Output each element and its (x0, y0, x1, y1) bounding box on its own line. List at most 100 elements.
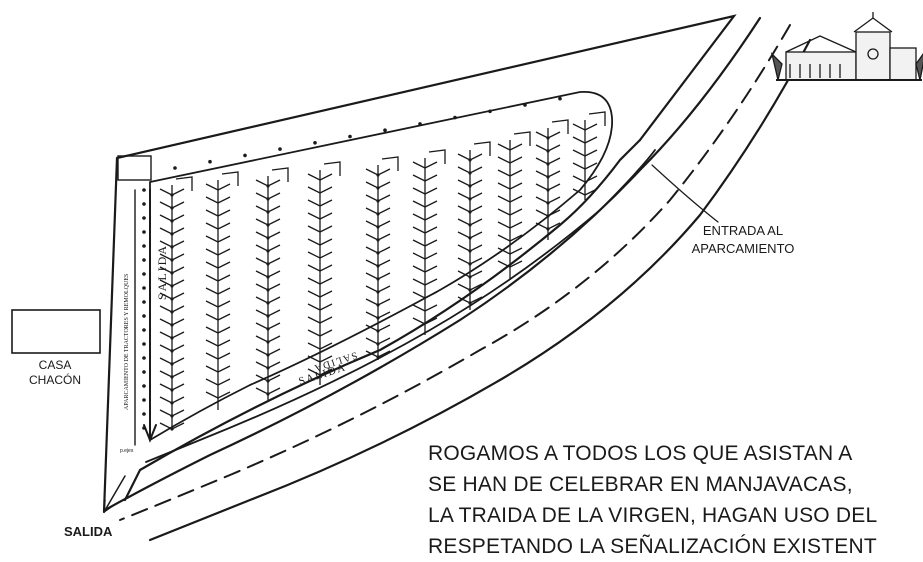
car-dot-icon (468, 184, 472, 188)
car-dot-icon (523, 103, 527, 107)
car-dot-icon (170, 349, 174, 353)
car-dot-icon (170, 219, 174, 223)
car-dot-icon (170, 245, 174, 249)
car-dot-icon (170, 258, 174, 262)
car-dot-icon (558, 96, 562, 101)
car-dot-icon (142, 398, 146, 402)
parking-chevron-icon (497, 247, 523, 255)
car-dot-icon (376, 251, 380, 255)
parking-chevron-icon (205, 235, 231, 243)
parking-chevron-icon (205, 222, 231, 230)
parking-chevron-icon (497, 195, 523, 203)
car-dot-icon (266, 210, 270, 214)
parking-chevron-icon (205, 326, 231, 334)
lot-corner-square (117, 155, 152, 181)
car-dot-icon (142, 342, 146, 346)
car-dot-icon (468, 288, 472, 292)
parking-rows (159, 111, 606, 430)
car-dot-icon (170, 388, 174, 392)
car-dot-icon (468, 210, 472, 214)
car-dot-icon (468, 249, 472, 253)
parking-chevron-icon (412, 213, 438, 221)
car-dot-icon (142, 244, 146, 248)
parking-chevron-icon (307, 277, 333, 285)
car-dot-icon (376, 316, 380, 320)
parking-chevron-icon (412, 226, 438, 234)
car-dot-icon (376, 186, 380, 190)
salida-road-edge (145, 149, 656, 463)
parking-chevron-icon (412, 278, 438, 286)
parking-chevron-icon (307, 355, 333, 363)
parking-chevron-icon (205, 313, 231, 321)
car-dot-icon (278, 147, 282, 151)
car-dot-icon (313, 141, 317, 145)
casa-chacon-building (11, 309, 101, 354)
car-dot-icon (208, 159, 212, 164)
parking-chevron-icon (205, 339, 231, 347)
salida-vertical-arrow (143, 189, 157, 443)
casa-label-line-1: CASA (38, 358, 72, 372)
car-dot-icon (142, 286, 146, 290)
car-dot-icon (266, 197, 270, 201)
notice-line-1: ROGAMOS A TODOS LOS QUE ASISTAN A (428, 442, 853, 465)
car-dot-icon (142, 356, 146, 360)
entrada-pointer (651, 164, 719, 223)
entrada-label: ENTRADA AL APARCAMIENTO (668, 222, 818, 258)
car-dot-icon (170, 284, 174, 288)
parking-chevron-icon (412, 265, 438, 273)
parking-chevron-icon (205, 274, 231, 282)
notice-text: ROGAMOS A TODOS LOS QUE ASISTAN A SE HAN… (428, 438, 877, 562)
parking-chevron-icon (497, 182, 523, 190)
parking-chevron-icon (205, 365, 231, 373)
car-dot-icon (383, 128, 387, 132)
parking-chevron-icon (572, 188, 598, 196)
car-dot-icon (170, 206, 174, 210)
car-dot-icon (468, 197, 472, 201)
car-dot-icon (266, 223, 270, 227)
parking-chevron-icon (205, 352, 231, 360)
parking-chevron-icon (497, 234, 523, 242)
parking-chevron-icon (307, 303, 333, 311)
car-dot-icon (266, 392, 270, 396)
parking-chevron-icon (307, 290, 333, 298)
direction-arrow-icon (381, 156, 399, 171)
parking-chevron-icon (412, 304, 438, 312)
car-dot-icon (376, 277, 380, 281)
car-dot-icon (546, 162, 550, 166)
parking-chevron-icon (412, 174, 438, 182)
car-dot-icon (266, 275, 270, 279)
car-dot-icon (142, 258, 146, 262)
parking-chevron-icon (572, 175, 598, 183)
car-dot-icon (170, 297, 174, 301)
highway-edge-outer (148, 38, 812, 542)
car-dot-icon (142, 188, 146, 192)
direction-arrow-icon (175, 176, 193, 191)
parking-chevron-icon (572, 149, 598, 157)
salida-exit-label: SALIDA (64, 524, 113, 539)
car-dot-icon (266, 288, 270, 292)
car-dot-icon (142, 370, 146, 374)
car-dot-icon (142, 384, 146, 388)
car-dot-icon (266, 249, 270, 253)
parking-chevron-icon (412, 200, 438, 208)
car-dot-icon (376, 290, 380, 294)
parking-chevron-icon (307, 212, 333, 220)
parking-chevron-icon (572, 162, 598, 170)
parking-chevron-icon (205, 196, 231, 204)
car-dot-icon (170, 271, 174, 275)
car-dot-icon (546, 149, 550, 153)
car-dot-icon (266, 327, 270, 331)
car-dot-icon (170, 427, 174, 431)
car-dot-icon (266, 353, 270, 357)
parking-chevron-icon (572, 136, 598, 144)
car-dot-icon (418, 122, 422, 126)
car-dot-icon (546, 214, 550, 218)
car-dot-icon (142, 412, 146, 416)
car-dot-icon (170, 323, 174, 327)
car-dot-icon (546, 175, 550, 179)
salida-vertical-label: SALIDA (155, 244, 169, 300)
car-dot-icon (173, 166, 177, 170)
parking-chevron-icon (307, 251, 333, 259)
car-dot-icon (468, 223, 472, 227)
car-dot-icon (142, 314, 146, 318)
